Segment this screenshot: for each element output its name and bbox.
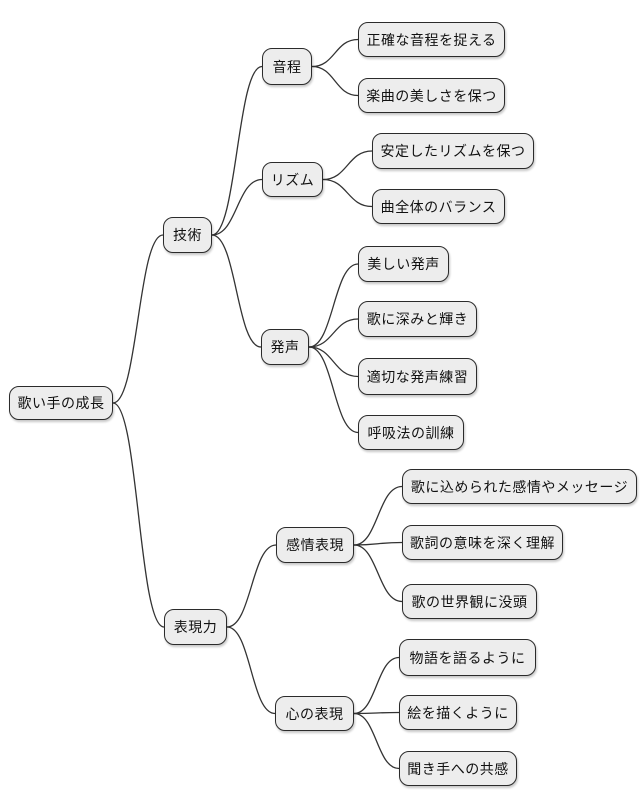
node-label-leaf-11: 歌の世界観に没頭 xyxy=(411,593,528,610)
node-leaf-10: 歌詞の意味を深く理解 xyxy=(402,525,563,560)
node-label-leaf-2: 楽曲の美しさを保つ xyxy=(366,87,497,104)
edge-kanjo-hyogen-to-leaf-11 xyxy=(353,544,403,603)
node-label-hyogenryoku: 表現力 xyxy=(173,619,218,635)
node-label-leaf-1: 正確な音程を捉える xyxy=(366,31,497,48)
edge-root-to-hyogenryoku xyxy=(112,402,165,628)
node-leaf-7: 適切な発声練習 xyxy=(358,358,477,395)
edge-gijutsu-to-hassei xyxy=(211,234,262,348)
node-kanjo-hyogen: 感情表現 xyxy=(276,527,354,563)
node-label-kokoro-hyogen: 心の表現 xyxy=(285,705,344,722)
node-hyogenryoku: 表現力 xyxy=(164,609,227,645)
node-label-root: 歌い手の成長 xyxy=(17,395,105,411)
edge-hassei-to-leaf-6 xyxy=(308,318,359,348)
node-leaf-14: 聞き手への共感 xyxy=(399,751,517,786)
node-label-leaf-5: 美しい発声 xyxy=(367,256,440,272)
edge-gijutsu-to-ontei xyxy=(211,65,263,236)
node-label-leaf-3: 安定したリズムを保つ xyxy=(380,143,526,159)
node-kokoro-hyogen: 心の表現 xyxy=(275,696,354,731)
node-leaf-1: 正確な音程を捉える xyxy=(358,22,505,57)
edge-kokoro-hyogen-to-leaf-13 xyxy=(353,711,400,715)
node-leaf-5: 美しい発声 xyxy=(358,246,449,282)
node-leaf-12: 物語を語るように xyxy=(399,639,536,676)
edge-ontei-to-leaf-2 xyxy=(311,65,359,97)
node-root: 歌い手の成長 xyxy=(9,386,113,420)
edge-hassei-to-leaf-5 xyxy=(308,263,359,348)
node-leaf-9: 歌に込められた感情やメッセージ xyxy=(402,469,637,504)
node-gijutsu: 技術 xyxy=(163,217,212,253)
node-label-gijutsu: 技術 xyxy=(173,227,202,243)
edge-kanjo-hyogen-to-leaf-10 xyxy=(353,541,403,546)
edge-hassei-to-leaf-8 xyxy=(308,346,359,434)
edge-hyogenryoku-to-kanjo-hyogen xyxy=(226,544,277,628)
node-leaf-13: 絵を描くように xyxy=(399,695,517,730)
node-leaf-11: 歌の世界観に没頭 xyxy=(402,584,537,619)
edge-kanjo-hyogen-to-leaf-9 xyxy=(353,485,403,546)
node-label-leaf-13: 絵を描くように xyxy=(407,704,509,721)
edge-kokoro-hyogen-to-leaf-14 xyxy=(353,712,400,770)
edge-rhythm-to-leaf-4 xyxy=(322,178,373,208)
node-label-rhythm: リズム xyxy=(270,171,315,188)
edge-hassei-to-leaf-7 xyxy=(308,346,359,378)
node-leaf-2: 楽曲の美しさを保つ xyxy=(358,78,505,113)
node-hassei: 発声 xyxy=(261,329,309,365)
node-label-leaf-4: 曲全体のバランス xyxy=(380,198,497,215)
node-label-leaf-7: 適切な発声練習 xyxy=(366,368,469,385)
edge-root-to-gijutsu xyxy=(112,234,164,404)
node-label-leaf-8: 呼吸法の訓練 xyxy=(367,424,455,441)
node-label-ontei: 音程 xyxy=(272,58,302,75)
node-label-leaf-12: 物語を語るように xyxy=(409,649,526,666)
edge-hyogenryoku-to-kokoro-hyogen xyxy=(226,626,276,715)
node-label-hassei: 発声 xyxy=(270,339,300,355)
node-leaf-6: 歌に深みと輝き xyxy=(358,301,477,337)
node-rhythm: リズム xyxy=(262,162,323,197)
edge-rhythm-to-leaf-3 xyxy=(322,150,373,181)
node-label-leaf-10: 歌詞の意味を深く理解 xyxy=(410,534,555,551)
node-label-leaf-14: 聞き手への共感 xyxy=(407,760,509,777)
node-leaf-4: 曲全体のバランス xyxy=(372,189,505,224)
node-label-leaf-6: 歌に深みと輝き xyxy=(366,311,469,327)
node-leaf-3: 安定したリズムを保つ xyxy=(372,133,534,169)
node-ontei: 音程 xyxy=(262,48,312,85)
edge-ontei-to-leaf-1 xyxy=(311,38,359,68)
edge-gijutsu-to-rhythm xyxy=(211,178,263,236)
node-label-kanjo-hyogen: 感情表現 xyxy=(286,537,344,553)
edge-kokoro-hyogen-to-leaf-12 xyxy=(353,656,400,715)
node-leaf-8: 呼吸法の訓練 xyxy=(358,415,464,450)
node-label-leaf-9: 歌に込められた感情やメッセージ xyxy=(410,478,629,495)
